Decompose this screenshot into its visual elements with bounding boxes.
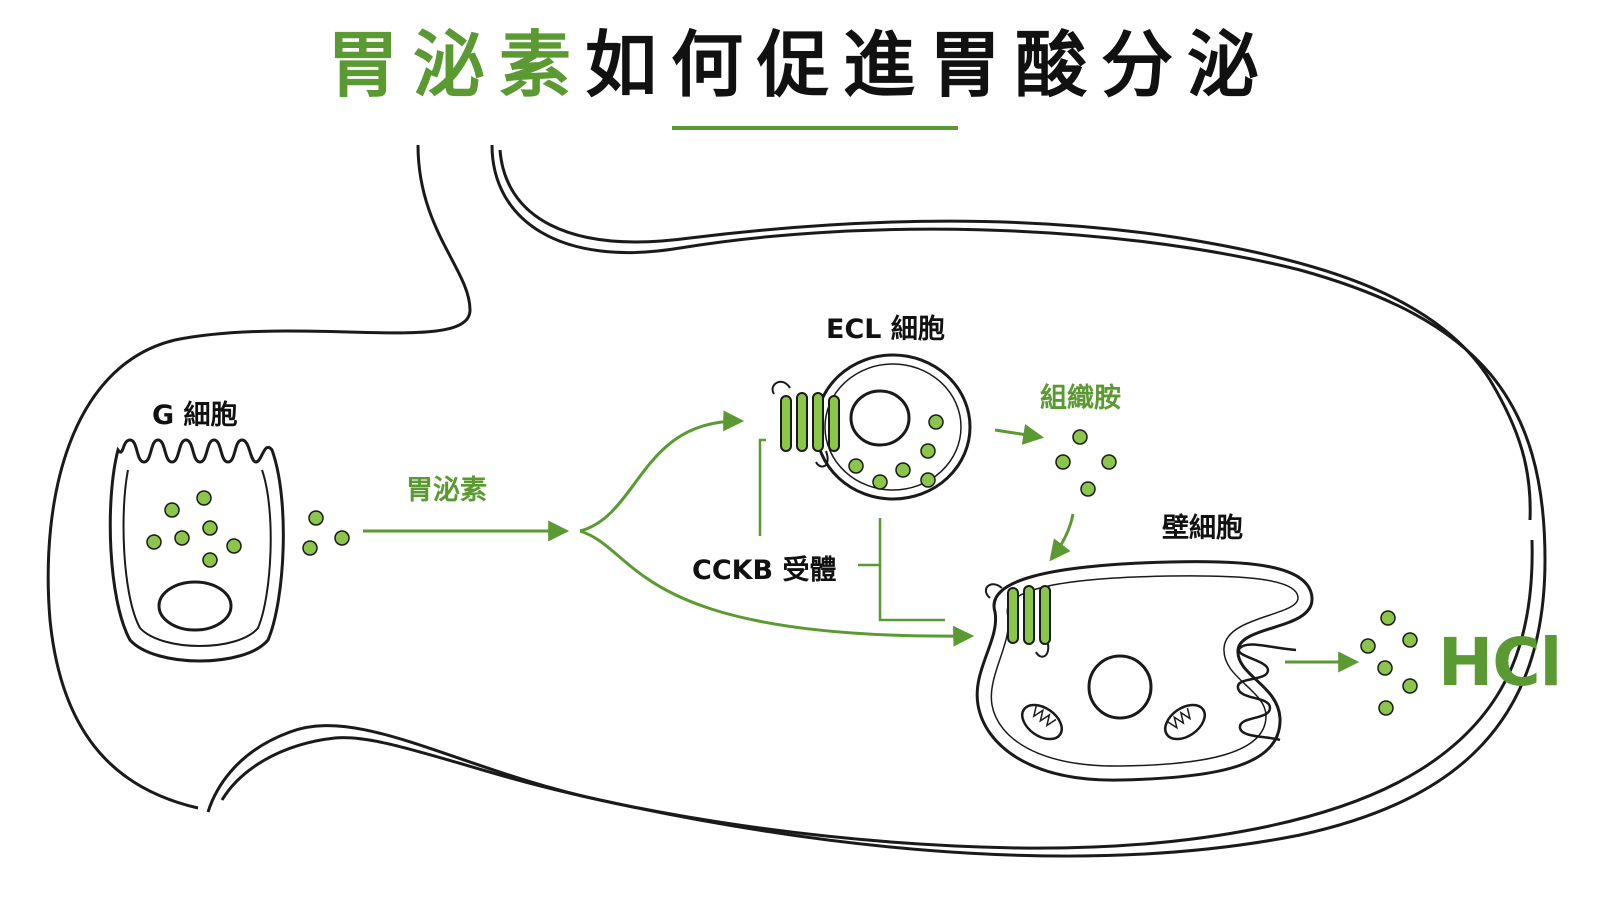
ecl-cell (771, 353, 972, 501)
hcl-dots (1360, 610, 1418, 716)
parietal-cell-label: 壁細胞 (1162, 513, 1243, 544)
g-cell (108, 438, 285, 663)
histamine-granules (848, 414, 944, 490)
ecl-cell-label: ECL 細胞 (826, 314, 945, 345)
title-rest: 如何促進胃酸分泌 (585, 23, 1274, 107)
hcl-label: HCl (1438, 624, 1562, 701)
parietal-cckb-receptor (984, 583, 1051, 658)
title-underline (672, 126, 958, 130)
secreted-gastrin-dots (302, 510, 350, 556)
gastrin-label: 胃泌素 (406, 475, 487, 506)
gastrin-pathway-arrows (363, 410, 975, 647)
gastrin-granules (146, 490, 242, 568)
mitochondria (1021, 703, 1206, 741)
g-cell-label: G 細胞 (152, 400, 238, 431)
page-title: 胃泌素如何促進胃酸分泌 (0, 20, 1600, 110)
histamine-arrows (994, 424, 1075, 562)
receptor-label-connectors (758, 438, 945, 622)
parietal-nucleus (1087, 654, 1153, 720)
histamine-dots (1055, 429, 1117, 497)
cckb-receptor-label: CCKB 受體 (692, 555, 837, 586)
histamine-label: 組織胺 (1040, 383, 1121, 414)
parietal-cell (975, 560, 1314, 782)
g-cell-nucleus (157, 580, 233, 632)
ecl-cell-nucleus (849, 389, 911, 447)
ecl-cckb-receptor (771, 380, 840, 468)
stomach-outline (46, 144, 1547, 858)
title-highlight: 胃泌素 (326, 23, 585, 107)
